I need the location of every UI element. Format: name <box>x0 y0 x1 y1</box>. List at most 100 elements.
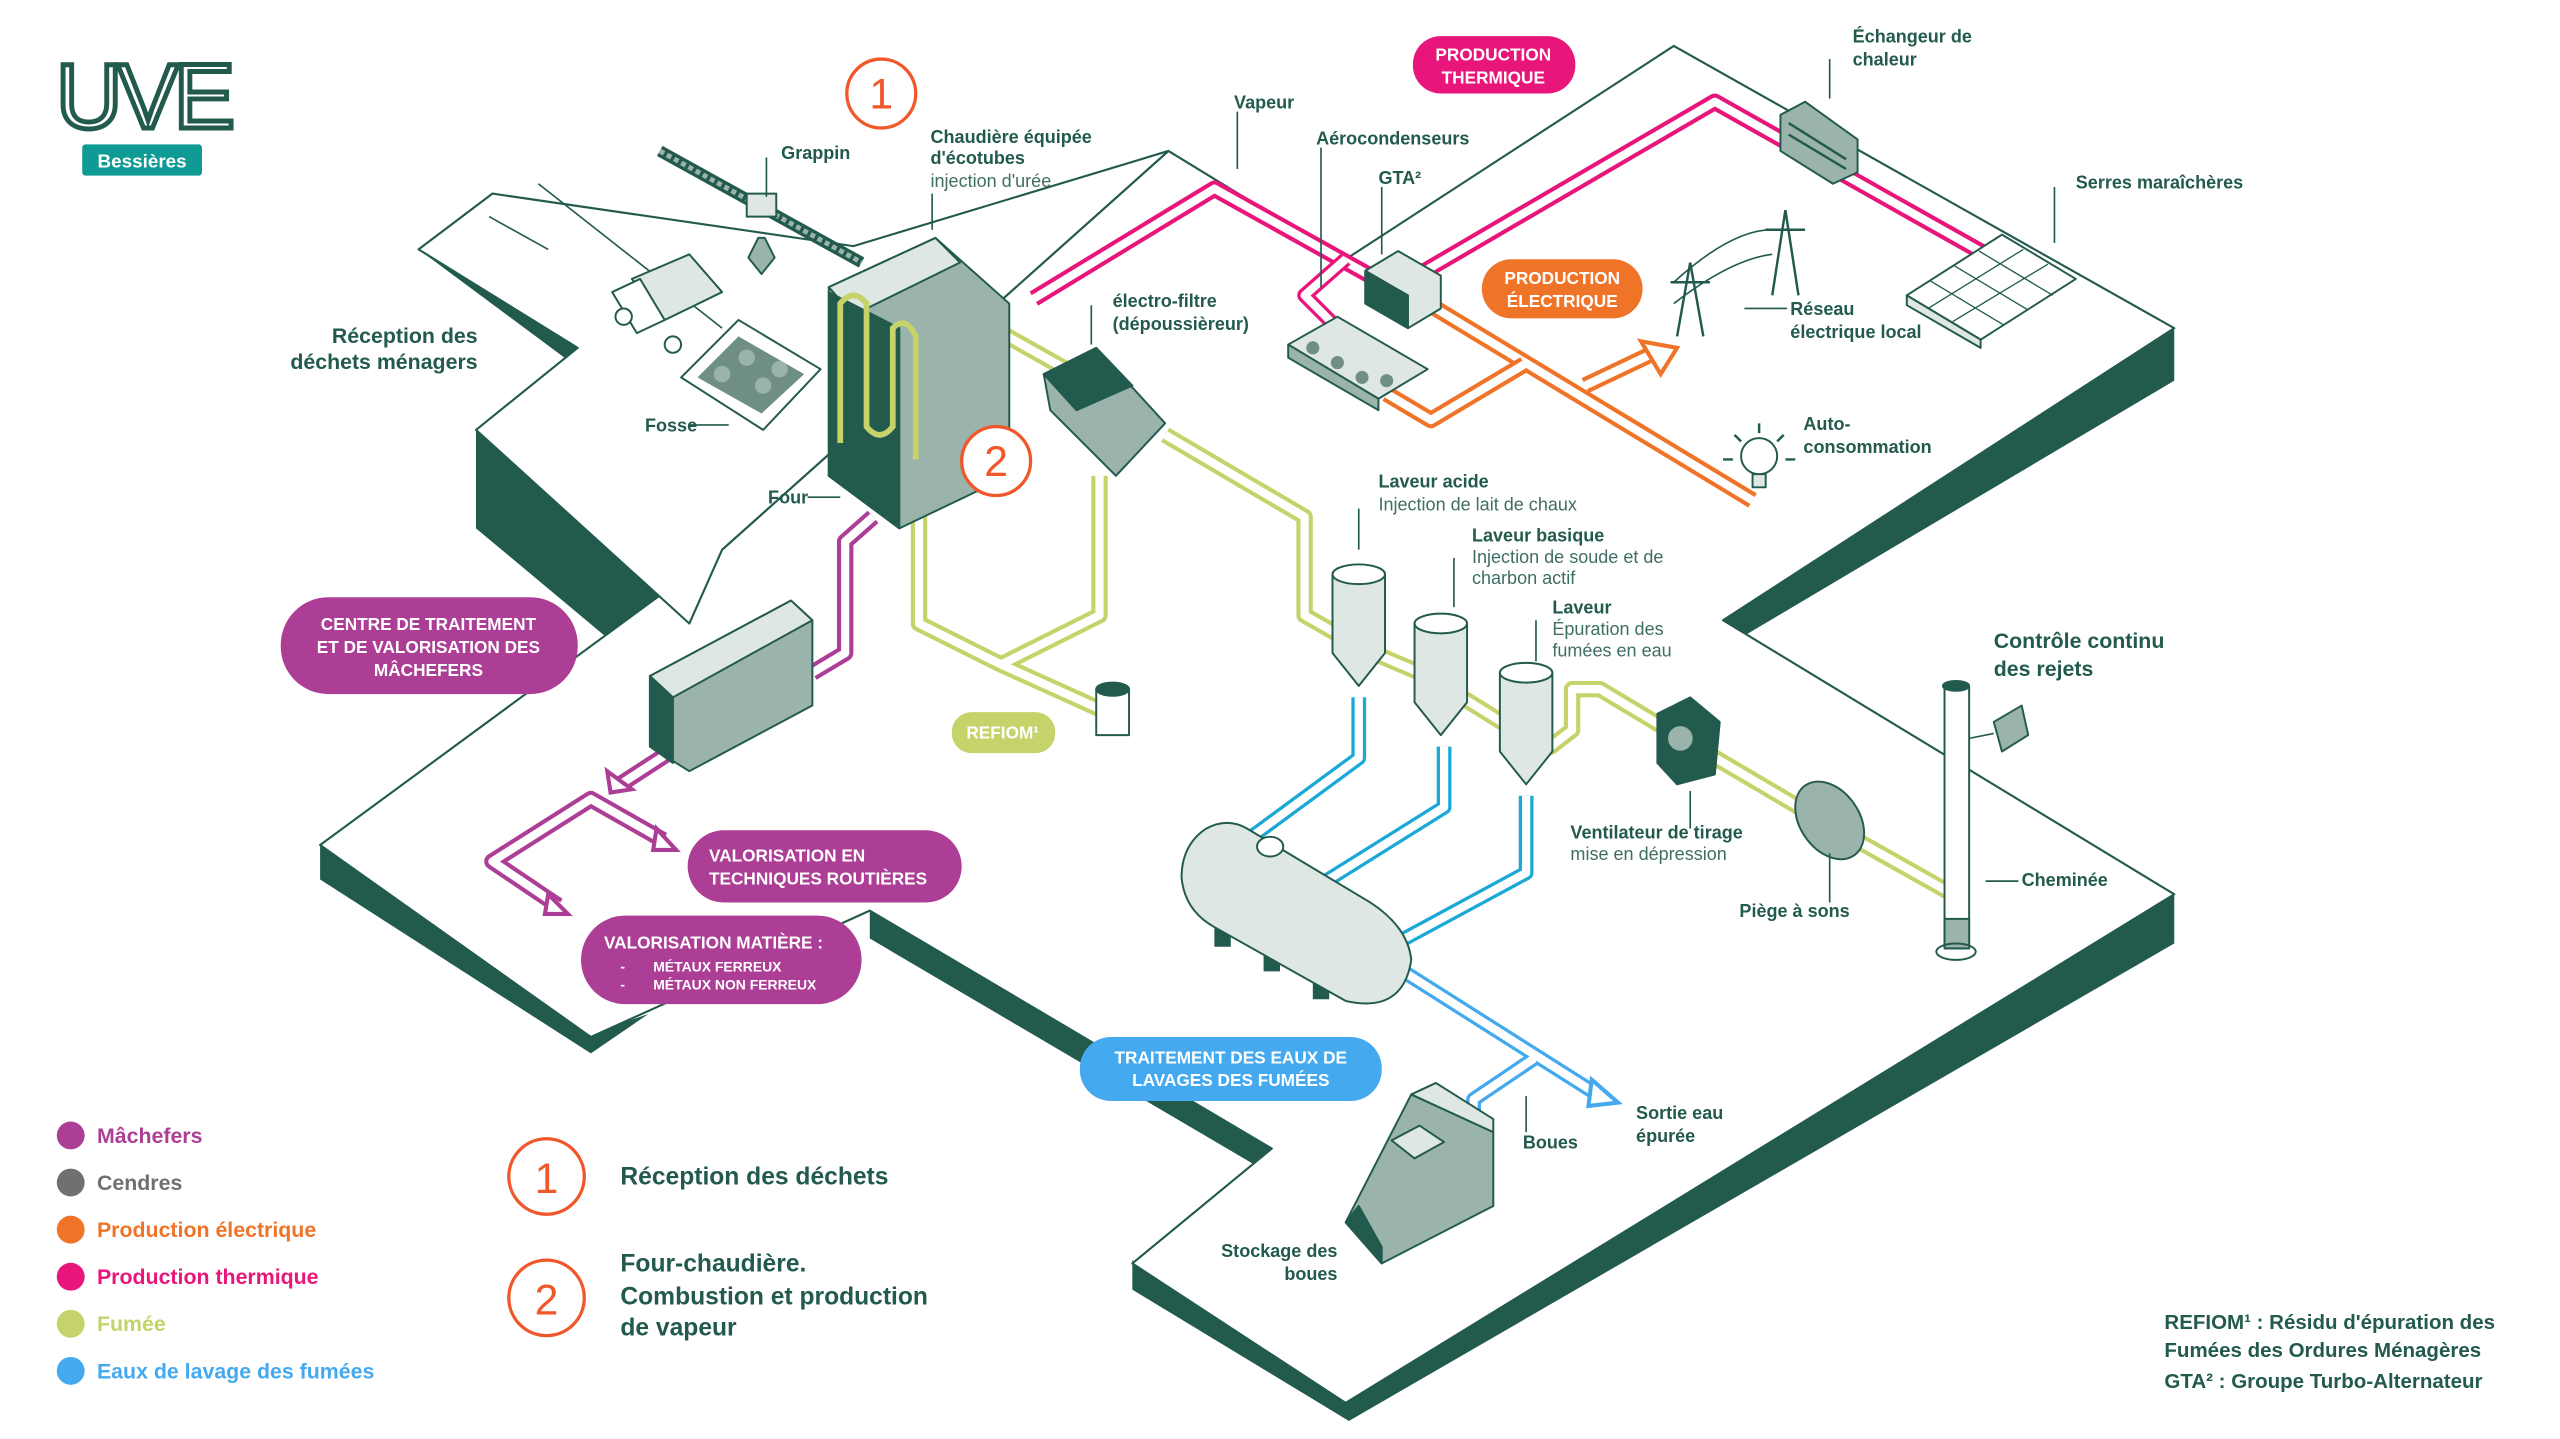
marker-1: 1 <box>845 57 918 130</box>
legend-label: Production électrique <box>97 1218 316 1242</box>
electro-filter <box>1042 346 1167 477</box>
label-laveur: Laveur <box>1552 598 1611 618</box>
svg-text:MÉTAUX NON FERREUX: MÉTAUX NON FERREUX <box>653 976 817 992</box>
power-pylon-icon <box>1670 209 1806 337</box>
svg-text:VALORISATION MATIÈRE :: VALORISATION MATIÈRE : <box>604 932 823 952</box>
legend-item: Production thermique <box>56 1262 319 1291</box>
label-chaudiere: Chaudière équipée <box>931 127 1092 147</box>
labels: Grappin Chaudière équipée d'écotubes inj… <box>290 26 2243 1284</box>
label-ventilateur: Ventilateur de tirage <box>1570 822 1742 842</box>
svg-text:TECHNIQUES ROUTIÈRES: TECHNIQUES ROUTIÈRES <box>709 868 927 888</box>
crane-icon <box>656 145 865 276</box>
fan-ventilateur <box>1656 696 1721 786</box>
svg-text:PRODUCTION: PRODUCTION <box>1435 45 1551 65</box>
svg-text:PRODUCTION: PRODUCTION <box>1504 268 1620 288</box>
svg-text:VALORISATION EN: VALORISATION EN <box>709 845 865 865</box>
aerocondenser <box>1287 315 1429 412</box>
pill-refiom: REFIOM¹ <box>951 712 1056 754</box>
gta-turbo-alternator <box>1364 250 1442 330</box>
platform-wall-notch <box>869 907 1272 1175</box>
svg-text:Combustion et production: Combustion et production <box>620 1283 928 1310</box>
svg-text:1: 1 <box>535 1155 559 1203</box>
legend-label: Fumée <box>97 1312 166 1336</box>
pill-production-electrique: PRODUCTION ÉLECTRIQUE <box>1481 259 1643 319</box>
heat-exchanger <box>1779 100 1859 185</box>
legend-label: Eaux de lavage des fumées <box>97 1359 374 1383</box>
label-electrofiltre: (dépoussièreur) <box>1113 314 1249 334</box>
arrow-icon <box>1636 338 1681 379</box>
svg-text:ÉLECTRIQUE: ÉLECTRIQUE <box>1507 291 1618 311</box>
legend-item: Production électrique <box>56 1215 316 1244</box>
label-laveur-basique-sub: Injection de soude et de <box>1472 547 1663 567</box>
leader-lines <box>689 59 2056 1133</box>
silencer-piege <box>1794 780 1866 861</box>
sludge-storage <box>1344 1081 1495 1265</box>
label-laveur-basique-sub: charbon actif <box>1472 568 1576 588</box>
label-chaudiere-sub: injection d'urée <box>931 171 1052 191</box>
platform-wall-right-upper <box>1719 328 2175 637</box>
label-ventilateur-sub: mise en dépression <box>1570 844 1726 864</box>
label-controle: des rejets <box>1994 657 2094 681</box>
label-electrofiltre: électro-filtre <box>1113 291 1217 311</box>
waste-pit-fosse <box>680 318 822 431</box>
legend-label: Cendres <box>97 1171 182 1195</box>
platform <box>319 44 2176 1421</box>
svg-text:MÂCHEFERS: MÂCHEFERS <box>374 660 483 680</box>
svg-text:-: - <box>620 958 625 974</box>
footnote-refiom: REFIOM¹ : Résidu d'épuration des <box>2164 1311 2495 1334</box>
label-controle: Contrôle continu <box>1994 629 2165 653</box>
svg-text:LAVAGES DES FUMÉES: LAVAGES DES FUMÉES <box>1132 1070 1329 1090</box>
pipe-thermique <box>1029 93 1990 334</box>
label-echangeur: chaleur <box>1853 50 1917 70</box>
label-autoconsommation: consommation <box>1803 437 1931 457</box>
label-piege: Piège à sons <box>1739 901 1849 921</box>
marker-2: 2 <box>960 424 1033 498</box>
label-chaudiere: d'écotubes <box>931 148 1025 168</box>
pill-centre-machefers: CENTRE DE TRAITEMENT ET DE VALORISATION … <box>280 597 578 695</box>
pill-production-thermique: PRODUCTION THERMIQUE <box>1412 36 1576 94</box>
svg-text:MÉTAUX FERREUX: MÉTAUX FERREUX <box>653 958 782 974</box>
pill-valorisation-matiere: VALORISATION MATIÈRE : - MÉTAUX FERREUX … <box>581 915 862 1005</box>
label-boues: Boues <box>1523 1133 1578 1153</box>
svg-text:-: - <box>620 976 625 992</box>
truck-icon <box>611 253 724 354</box>
step-2: 2 Four-chaudière. Combustion et producti… <box>507 1251 928 1342</box>
logo-text: UVE <box>56 46 232 148</box>
greenhouse-icon <box>1905 233 2077 349</box>
label-vapeur: Vapeur <box>1234 92 1294 112</box>
legend-swatch <box>56 1262 85 1291</box>
platform-wall-left-lobe <box>320 845 649 1054</box>
label-laveur-sub: fumées en eau <box>1552 640 1671 660</box>
label-autoconsommation: Auto- <box>1803 414 1850 434</box>
legend-item: Mâchefers <box>56 1121 203 1150</box>
svg-text:Four-chaudière.: Four-chaudière. <box>620 1251 806 1278</box>
svg-text:Réception des déchets: Réception des déchets <box>620 1164 888 1191</box>
logo-badge-text: Bessières <box>98 150 187 171</box>
label-stockage: boues <box>1284 1264 1337 1284</box>
svg-text:REFIOM¹: REFIOM¹ <box>966 722 1039 742</box>
label-aerocondenseurs: Aérocondenseurs <box>1316 128 1469 148</box>
label-reception: déchets ménagers <box>290 350 477 374</box>
arrow-icon <box>1586 1075 1623 1109</box>
legend-swatch <box>56 1309 85 1338</box>
label-fosse: Fosse <box>645 416 697 436</box>
label-stockage: Stockage des <box>1221 1241 1337 1261</box>
label-laveur-basique: Laveur basique <box>1472 525 1604 545</box>
machefers-building <box>648 599 814 773</box>
platform-wall-right-lower <box>1342 894 2175 1421</box>
chimney <box>1935 679 2030 961</box>
legend-label: Mâchefers <box>97 1124 203 1148</box>
platform-wall-front <box>1132 1260 1349 1421</box>
footnote-gta: GTA² : Groupe Turbo-Alternateur <box>2164 1370 2482 1393</box>
legend-swatch <box>56 1356 85 1385</box>
arrow-icon <box>650 824 681 852</box>
label-reception: Réception des <box>332 324 478 348</box>
legend-item: Cendres <box>56 1168 182 1197</box>
legend-item: Fumée <box>56 1309 166 1338</box>
svg-text:TRAITEMENT DES EAUX DE: TRAITEMENT DES EAUX DE <box>1115 1047 1347 1067</box>
legend-swatch <box>56 1215 85 1244</box>
label-laveur-acide-sub: Injection de lait de chaux <box>1378 494 1576 514</box>
footnotes: REFIOM¹ : Résidu d'épuration des Fumées … <box>2164 1311 2495 1393</box>
step-1: 1 Réception des déchets <box>507 1137 888 1216</box>
legend-swatch <box>56 1168 85 1197</box>
